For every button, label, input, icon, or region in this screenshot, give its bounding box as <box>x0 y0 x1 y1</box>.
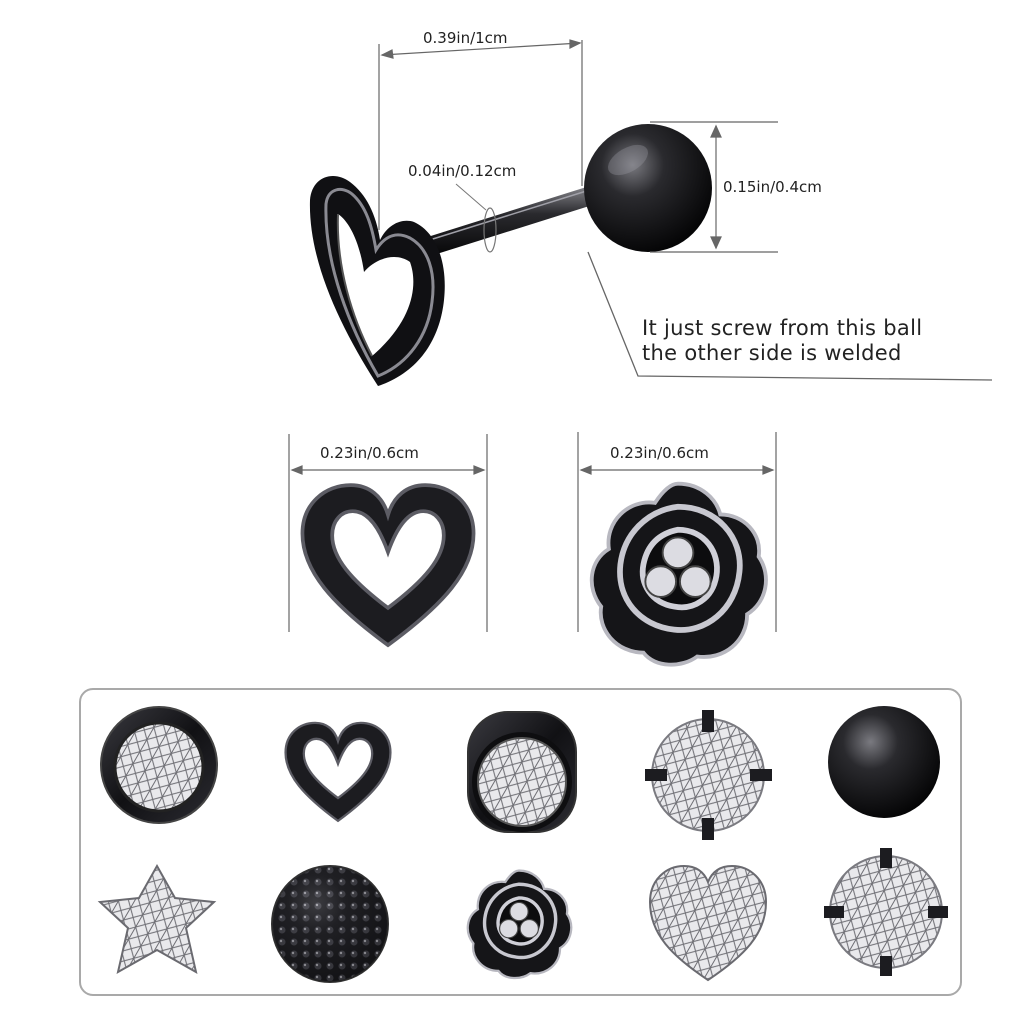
ball-diameter-label: 0.15in/0.4cm <box>723 178 822 196</box>
variant-prong-crystal-1 <box>645 710 772 840</box>
variants-panel <box>79 688 962 996</box>
variant-heart-crystal <box>648 864 768 982</box>
earring-bar <box>418 184 602 258</box>
heart-end-side-view <box>309 176 445 386</box>
length-label: 0.39in/1cm <box>423 29 508 47</box>
flower-width-label: 0.23in/0.6cm <box>610 444 709 462</box>
note-line-1: It just screw from this ball <box>642 316 923 340</box>
note-line-2: the other side is welded <box>642 341 902 365</box>
heart-width-label: 0.23in/0.6cm <box>320 444 419 462</box>
dimension-length <box>378 39 583 230</box>
heart-detail <box>288 434 488 645</box>
screw-ball <box>584 124 712 252</box>
variant-prong-crystal-2 <box>824 848 948 976</box>
variant-pave-ball <box>271 865 389 983</box>
variant-bezel-crystal <box>100 706 218 824</box>
note-pointer <box>587 251 993 381</box>
variant-star-crystal <box>97 863 217 974</box>
tragus-earring-illustration <box>309 124 712 386</box>
bar-thickness-label: 0.04in/0.12cm <box>408 162 516 180</box>
dimension-ball-diameter <box>650 121 778 253</box>
variant-black-ball <box>828 706 940 818</box>
dimension-bar-thickness <box>455 183 497 253</box>
flower-detail <box>577 432 777 665</box>
screw-note: It just screw from this ball the other s… <box>642 316 992 366</box>
variant-cylinder-crystal <box>467 711 577 833</box>
